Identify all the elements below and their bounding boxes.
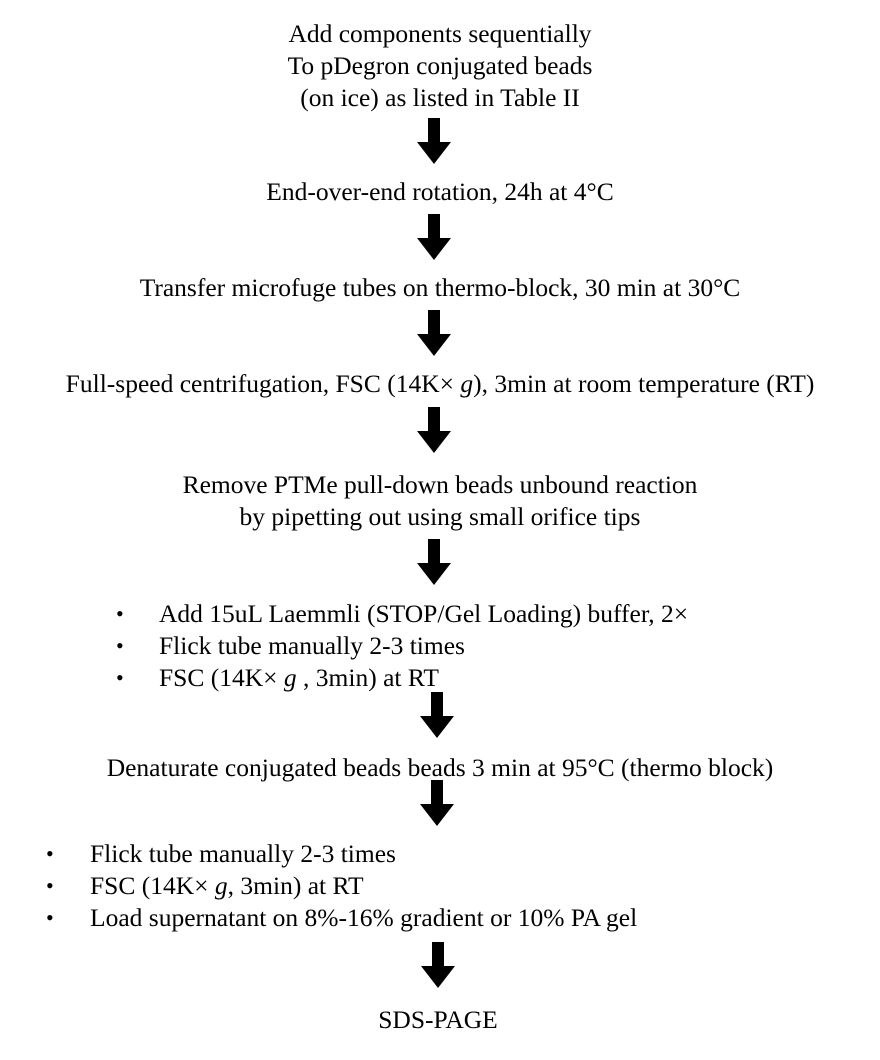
list-item: • Flick tube manually 2-3 times bbox=[116, 630, 796, 662]
down-arrow-icon bbox=[421, 942, 455, 988]
step-rotation: End-over-end rotation, 24h at 4°C bbox=[0, 176, 880, 208]
down-arrow-icon bbox=[417, 214, 451, 260]
bullet-icon: • bbox=[116, 665, 124, 690]
list-item-text: Add 15uL Laemmli (STOP/Gel Loading) buff… bbox=[159, 599, 689, 628]
down-arrow-icon bbox=[417, 118, 451, 164]
list-item-text: FSC (14K× g , 3min) at RT bbox=[159, 662, 439, 694]
list-item-text: Flick tube manually 2-3 times bbox=[159, 631, 465, 660]
down-arrow-icon bbox=[417, 407, 451, 453]
step-centrifugation-text: Full-speed centrifugation, FSC (14K× g),… bbox=[0, 368, 880, 400]
step-laemmli-list: • Add 15uL Laemmli (STOP/Gel Loading) bu… bbox=[116, 598, 796, 694]
step-add-components-line3: (on ice) as listed in Table II bbox=[300, 83, 580, 112]
list-item-text: Flick tube manually 2-3 times bbox=[90, 839, 396, 868]
down-arrow-icon bbox=[420, 692, 454, 738]
step-centrifugation-pre: Full-speed centrifugation, FSC (14K× bbox=[65, 369, 461, 398]
step-centrifugation-post: ), 3min at room temperature (RT) bbox=[473, 369, 815, 398]
step-thermo-block: Transfer microfuge tubes on thermo-block… bbox=[0, 272, 880, 304]
list-item-text-post: , 3min) at RT bbox=[227, 871, 364, 900]
list-item: • Load supernatant on 8%-16% gradient or… bbox=[46, 902, 746, 934]
down-arrow-icon bbox=[420, 780, 454, 826]
step-remove-beads-line2: by pipetting out using small orifice tip… bbox=[239, 502, 641, 531]
step-denaturate: Denaturate conjugated beads beads 3 min … bbox=[0, 752, 880, 784]
step-centrifugation-g: g bbox=[460, 369, 474, 398]
step-denaturate-text: Denaturate conjugated beads beads 3 min … bbox=[106, 753, 774, 782]
list-item: • FSC (14K× g , 3min) at RT bbox=[116, 662, 796, 694]
bullet-icon: • bbox=[116, 633, 124, 658]
list-item-text: Load supernatant on 8%-16% gradient or 1… bbox=[90, 903, 638, 932]
bullet-icon: • bbox=[46, 841, 54, 866]
list-item-text-g: g bbox=[214, 871, 228, 900]
bullet-icon: • bbox=[46, 905, 54, 930]
down-arrow-icon bbox=[417, 310, 451, 356]
list-item: • FSC (14K× g, 3min) at RT bbox=[46, 870, 746, 902]
step-sds-page: SDS-PAGE bbox=[0, 1004, 878, 1036]
step-centrifugation: Full-speed centrifugation, FSC (14K× g),… bbox=[0, 368, 880, 400]
list-item-text-g: g bbox=[283, 663, 297, 692]
bullet-icon: • bbox=[116, 601, 124, 626]
step-add-components: Add components sequentially To pDegron c… bbox=[0, 18, 880, 114]
bullet-icon: • bbox=[46, 873, 54, 898]
step-load-gel-list: • Flick tube manually 2-3 times • FSC (1… bbox=[46, 838, 746, 934]
list-item: • Add 15uL Laemmli (STOP/Gel Loading) bu… bbox=[116, 598, 796, 630]
step-add-components-line1: Add components sequentially bbox=[288, 19, 592, 48]
list-item-text-pre: FSC (14K× bbox=[159, 663, 284, 692]
list-item-text: FSC (14K× g, 3min) at RT bbox=[90, 870, 364, 902]
list-item-text-post: , 3min) at RT bbox=[296, 663, 439, 692]
step-rotation-text: End-over-end rotation, 24h at 4°C bbox=[266, 177, 614, 206]
down-arrow-icon bbox=[417, 539, 451, 585]
step-thermo-block-text: Transfer microfuge tubes on thermo-block… bbox=[139, 273, 741, 302]
step-sds-page-text: SDS-PAGE bbox=[378, 1005, 498, 1034]
list-item-text-pre: FSC (14K× bbox=[90, 871, 215, 900]
list-item: • Flick tube manually 2-3 times bbox=[46, 838, 746, 870]
step-remove-beads: Remove PTMe pull-down beads unbound reac… bbox=[0, 469, 880, 533]
step-remove-beads-line1: Remove PTMe pull-down beads unbound reac… bbox=[182, 470, 698, 499]
step-add-components-line2: To pDegron conjugated beads bbox=[287, 51, 593, 80]
